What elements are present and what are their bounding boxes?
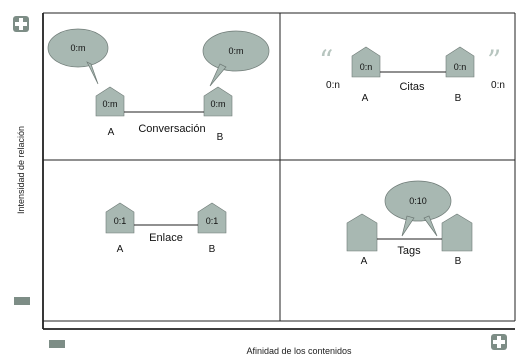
plus-icon-top-left (13, 16, 29, 32)
node-a-value: 0:m (102, 99, 117, 109)
speech-bubble-tail-left (401, 215, 415, 237)
house-icon-b (203, 86, 233, 117)
node-b-label: B (455, 93, 462, 104)
house-icon-a (351, 46, 381, 78)
house-icon-a (95, 86, 125, 117)
quadrant-top-left: 0:m 0:m 0:m 0:m Conversación A B (47, 28, 270, 143)
bubble-b-value: 0:m (228, 46, 243, 56)
speech-bubble-a (47, 28, 109, 68)
node-b-value: 0:1 (206, 216, 219, 226)
y-axis-label: Intensidad de relación (16, 126, 26, 214)
house-icon-b (197, 202, 227, 234)
relation-label: Conversación (138, 123, 205, 135)
speech-bubble-tail-right (423, 215, 438, 237)
node-a-label: A (108, 127, 115, 138)
node-b-value: 0:n (454, 62, 467, 72)
plus-icon-bottom-right (491, 334, 507, 350)
quote-b-value: 0:n (491, 80, 505, 91)
node-a-label: A (361, 256, 368, 267)
relation-label: Enlace (149, 232, 183, 244)
minus-icon-bottom (49, 340, 65, 348)
plus-icon-horizontal-bar (15, 22, 27, 26)
speech-bubble-b-tail (209, 63, 227, 87)
relation-label: Citas (399, 81, 425, 93)
quadrant-bottom-right: 0:10 Tags A B (346, 180, 473, 267)
node-a-label: A (362, 93, 369, 104)
node-b-label: B (217, 132, 224, 143)
quote-icon-right: ” (487, 44, 501, 77)
speech-bubble-b (202, 30, 270, 72)
quote-a-value: 0:n (326, 80, 340, 91)
bubble-value: 0:10 (409, 196, 427, 206)
node-a-value: 0:n (360, 62, 373, 72)
minus-icon-left (14, 297, 30, 305)
plus-icon-horizontal-bar (493, 340, 505, 344)
x-axis-label: Afinidad de los contenidos (246, 346, 352, 356)
node-b-label: B (209, 244, 216, 255)
speech-bubble-a-tail (86, 61, 99, 85)
house-icon-a (105, 202, 135, 234)
minus-icon (14, 297, 30, 305)
house-icon-b (445, 46, 475, 78)
minus-icon (49, 340, 65, 348)
node-a-value: 0:1 (114, 216, 127, 226)
quote-icon-left: “ (319, 44, 333, 77)
speech-bubble (384, 180, 452, 222)
house-icon-b (441, 213, 473, 252)
node-a-label: A (117, 244, 124, 255)
bubble-a-value: 0:m (70, 43, 85, 53)
house-icon-a (346, 213, 378, 252)
node-b-label: B (455, 256, 462, 267)
quadrant-top-right: “ ” 0:n 0:n 0:n 0:n Citas A B (319, 44, 505, 104)
quadrant-bottom-left: 0:1 0:1 Enlace A B (105, 202, 227, 255)
node-b-value: 0:m (210, 99, 225, 109)
relation-label: Tags (397, 245, 421, 257)
